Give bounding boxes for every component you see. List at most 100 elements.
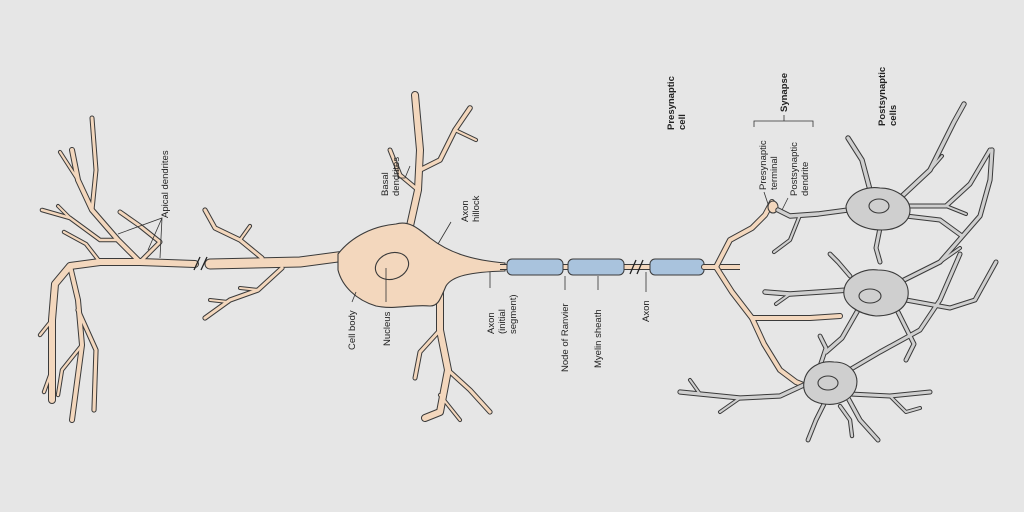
neurite-fill bbox=[908, 148, 992, 208]
svg-text:cell: cell bbox=[677, 114, 688, 130]
svg-text:hillock: hillock bbox=[471, 195, 482, 222]
neurite-fill bbox=[824, 308, 860, 354]
label-basal-dendrites: Basal dendrites bbox=[380, 157, 402, 196]
neurite-fill bbox=[838, 404, 854, 438]
postsynaptic-cell-body bbox=[843, 269, 909, 317]
label-axon-initial-segment: Axon (initial segment) bbox=[486, 294, 519, 334]
neurite-fill bbox=[776, 208, 850, 218]
apical-dendrites bbox=[37, 115, 199, 423]
leader-lines bbox=[117, 115, 814, 303]
label-axon-hillock: Axon hillock bbox=[460, 195, 482, 222]
break-mark-apical bbox=[193, 256, 208, 271]
neurite-fill bbox=[453, 128, 478, 142]
myelin-segment bbox=[649, 258, 705, 276]
postsynaptic-nucleus bbox=[817, 375, 839, 391]
svg-text:Postsynaptic: Postsynaptic bbox=[877, 67, 888, 126]
svg-text:Apical dendrites: Apical dendrites bbox=[160, 150, 171, 218]
label-postsynaptic-dendrite: Postsynaptic dendrite bbox=[789, 142, 811, 196]
neurite-fill bbox=[828, 252, 852, 278]
postsynaptic-cells bbox=[677, 101, 999, 443]
term-src-fill bbox=[702, 200, 842, 388]
neurite-fill bbox=[719, 397, 741, 413]
neurite-fill bbox=[90, 116, 98, 212]
neurite-fill bbox=[939, 247, 961, 263]
neurite-fill bbox=[929, 155, 943, 171]
svg-text:(initial: (initial bbox=[497, 309, 508, 334]
neurite-fill bbox=[898, 102, 966, 200]
apical-src-outline bbox=[37, 115, 199, 423]
neurite-fill bbox=[763, 288, 850, 296]
neurite-fill bbox=[846, 136, 872, 192]
neurite-fill bbox=[904, 214, 964, 238]
neurite-fill bbox=[806, 402, 826, 442]
neurite-fill bbox=[58, 150, 80, 182]
label-postsynaptic-cells: Postsynaptic cells bbox=[877, 67, 899, 126]
neurite-fill bbox=[238, 224, 252, 242]
postsynaptic-cell-body bbox=[845, 187, 911, 231]
apical-src-fill bbox=[38, 116, 198, 422]
neurite-fill bbox=[904, 260, 998, 310]
svg-text:Presynaptic: Presynaptic bbox=[666, 76, 677, 130]
neurite-fill bbox=[818, 334, 828, 368]
svg-text:Basal: Basal bbox=[380, 172, 391, 196]
neurite-fill bbox=[750, 316, 808, 388]
neurite-fill bbox=[57, 205, 71, 219]
neurite-fill bbox=[413, 328, 442, 380]
svg-text:Postsynaptic: Postsynaptic bbox=[789, 142, 800, 196]
svg-text:dendrite: dendrite bbox=[800, 162, 811, 196]
postsynaptic-nucleus bbox=[858, 288, 882, 304]
label-axon: Axon bbox=[641, 300, 652, 322]
myelin-segment bbox=[506, 258, 564, 276]
cell-body bbox=[337, 222, 506, 308]
neurite-fill bbox=[772, 213, 802, 254]
svg-text:Axon: Axon bbox=[641, 300, 652, 322]
neurite-fill bbox=[118, 210, 162, 264]
axon bbox=[500, 258, 740, 276]
svg-text:Node of Ranvier: Node of Ranvier bbox=[560, 303, 571, 372]
neurite-fill bbox=[446, 368, 492, 414]
basal-dendrites bbox=[202, 91, 493, 423]
neurite-fill bbox=[438, 393, 462, 422]
neurite-fill bbox=[203, 208, 264, 260]
neurite-fill bbox=[689, 379, 701, 395]
neurite-fill bbox=[239, 287, 259, 291]
neurite-outline bbox=[749, 315, 809, 389]
svg-text:terminal: terminal bbox=[769, 156, 780, 190]
axon-terminals bbox=[701, 199, 843, 389]
label-node-of-ranvier: Node of Ranvier bbox=[560, 303, 571, 372]
label-cell-body: Cell body bbox=[347, 310, 358, 350]
label-apical-dendrites: Apical dendrites bbox=[160, 150, 171, 218]
neurite-fill bbox=[388, 148, 420, 192]
svg-text:Axon: Axon bbox=[486, 312, 497, 334]
neurite-fill bbox=[407, 92, 423, 229]
post-src-fill bbox=[678, 102, 998, 442]
svg-text:dendrites: dendrites bbox=[391, 157, 402, 196]
neurite-fill bbox=[898, 148, 994, 284]
svg-text:Cell body: Cell body bbox=[347, 310, 358, 350]
neurite-fill bbox=[209, 299, 229, 303]
label-presynaptic-cell: Presynaptic cell bbox=[666, 76, 688, 130]
neurite-fill bbox=[62, 230, 102, 264]
neurite-fill bbox=[76, 308, 98, 412]
neurite-fill bbox=[945, 205, 967, 215]
nucleus-shape bbox=[374, 251, 410, 281]
svg-text:Nucleus: Nucleus bbox=[382, 311, 393, 346]
myelin-segment bbox=[567, 258, 625, 276]
neurite-fill bbox=[418, 106, 472, 172]
neurite-fill bbox=[56, 343, 84, 397]
break-mark-axon bbox=[629, 259, 644, 275]
neurite-fill bbox=[889, 395, 921, 413]
neurite-fill bbox=[896, 310, 916, 362]
neurite-fill bbox=[38, 318, 54, 337]
svg-text:Myelin sheath: Myelin sheath bbox=[593, 309, 604, 368]
neurite-fill bbox=[874, 226, 882, 264]
neurite-fill bbox=[70, 148, 142, 264]
label-presynaptic-terminal: Presynaptic terminal bbox=[758, 140, 780, 190]
neurite-outline bbox=[69, 147, 143, 265]
neurite-fill bbox=[68, 264, 84, 422]
neurite-fill bbox=[846, 396, 880, 442]
svg-text:cells: cells bbox=[888, 105, 899, 126]
svg-text:Presynaptic: Presynaptic bbox=[758, 140, 769, 190]
svg-text:segment): segment) bbox=[508, 294, 519, 334]
